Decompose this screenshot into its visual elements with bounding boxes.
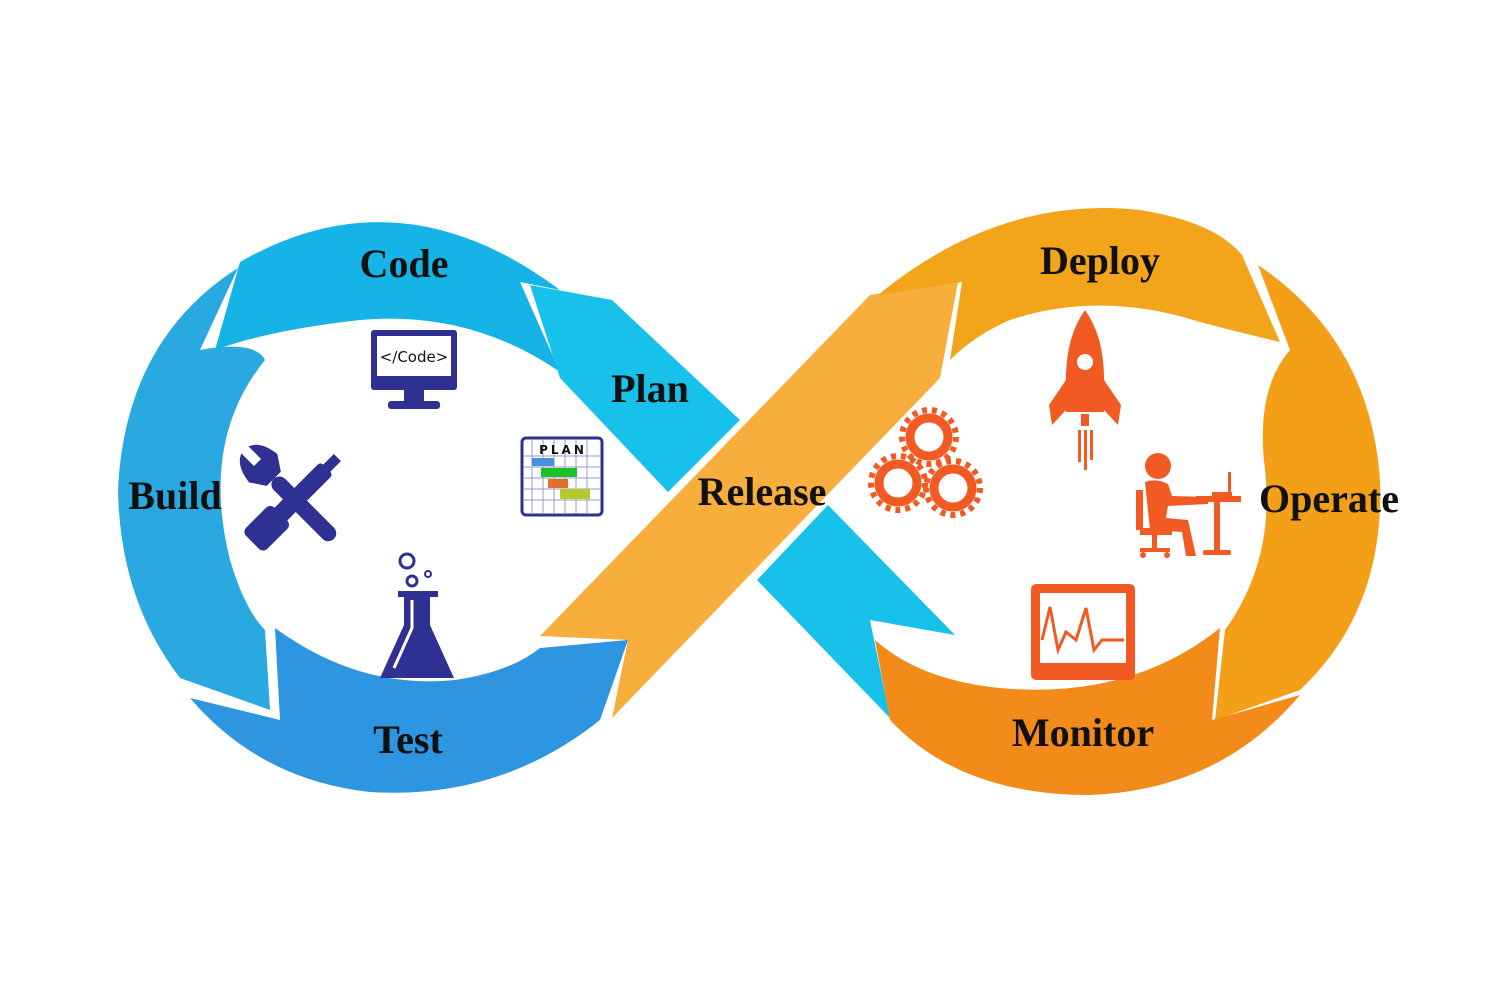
operate-arrow-segment (1215, 265, 1381, 720)
stage-label-release: Release (697, 469, 827, 514)
stage-label-plan: Plan (611, 366, 689, 411)
plan-board-text: PLAN (539, 443, 587, 457)
monitor-graph-icon (1031, 584, 1135, 680)
stage-label-test: Test (373, 717, 443, 762)
code-arrow-segment (215, 222, 560, 372)
stage-label-monitor: Monitor (1011, 710, 1155, 755)
cross-blue-arm (757, 505, 955, 718)
plan-chart-icon: PLAN (520, 436, 604, 517)
gears-icon (868, 407, 983, 518)
deploy-arrow-segment (878, 208, 1280, 360)
stage-label-code: Code (359, 241, 449, 286)
plan-arrow-segment (530, 285, 740, 492)
flask-icon (380, 552, 454, 678)
release-band (540, 282, 958, 718)
monitor-code-icon: </Code> (371, 330, 457, 409)
tools-icon (238, 443, 341, 551)
code-screen-text: </Code> (380, 348, 449, 366)
build-arrow-segment (118, 268, 270, 710)
rocket-icon (1049, 310, 1121, 470)
left-loop (118, 222, 740, 793)
stage-label-operate: Operate (1259, 476, 1399, 521)
stage-label-deploy: Deploy (1040, 238, 1160, 283)
monitor-arrow-segment (875, 628, 1300, 795)
stage-label-build: Build (128, 473, 222, 518)
test-arrow-segment (190, 628, 628, 793)
operator-desk-icon (1136, 453, 1241, 558)
right-loop (875, 208, 1381, 795)
